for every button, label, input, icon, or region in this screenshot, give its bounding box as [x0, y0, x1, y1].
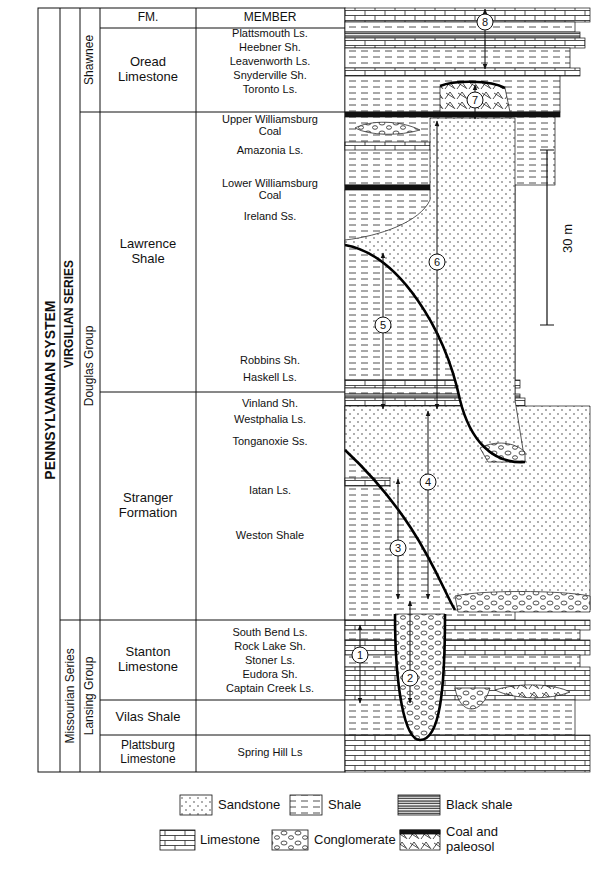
callout-number: 5 — [380, 319, 386, 332]
member-name: Ireland Ss. — [211, 210, 329, 223]
group-label: Douglas Group — [83, 326, 97, 407]
member-name: Heebner Sh. — [211, 41, 329, 54]
column-header: MEMBER — [200, 11, 340, 25]
callout-circle — [375, 317, 391, 333]
group-label: Lansing Group — [83, 657, 97, 736]
callout-circle — [352, 647, 368, 663]
callout-number: 4 — [425, 476, 431, 489]
group-label: Shawnee — [83, 35, 97, 85]
callout-number: 6 — [434, 256, 440, 269]
callout-number: 3 — [395, 542, 401, 555]
callout-circle — [402, 670, 418, 686]
legend-swatch — [160, 795, 440, 850]
callout-circle — [420, 474, 436, 490]
member-name: Plattsmouth Ls. — [211, 27, 329, 40]
legend-label: Coal and paleosol — [446, 825, 516, 855]
formation-name: Plattsburg Limestone — [102, 739, 194, 767]
callout-arrows — [352, 9, 493, 703]
member-name: Stoner Ls. — [211, 654, 329, 667]
callout-number: 8 — [482, 16, 488, 29]
member-name: Weston Shale — [211, 529, 329, 542]
formation-name: Vilas Shale — [104, 710, 192, 725]
series-label: Missourian Series — [63, 648, 77, 743]
member-name: Captain Creek Ls. — [211, 682, 329, 695]
callout-arrow — [410, 601, 411, 703]
callout-circle — [477, 14, 493, 30]
member-name: Toronto Ls. — [211, 83, 329, 96]
column-header: FM. — [103, 11, 193, 25]
scale-bar — [540, 150, 554, 325]
callout-circle — [467, 92, 483, 108]
legend-label: Limestone — [200, 833, 260, 848]
formation-name: Lawrence Shale — [104, 237, 192, 267]
callout-number: 2 — [407, 672, 413, 685]
legend-label: Sandstone — [218, 798, 280, 813]
system-label: PENNSYLVANIAN SYSTEM — [41, 300, 57, 479]
scale-label: 30 m — [560, 224, 575, 253]
member-name: Amazonia Ls. — [211, 144, 329, 157]
callout-arrow — [398, 479, 399, 599]
member-name: Upper Williamsburg Coal — [211, 113, 329, 138]
legend-label: Shale — [328, 798, 361, 813]
formation-name: Stanton Limestone — [104, 645, 192, 675]
callout-circle — [390, 540, 406, 556]
member-name: Haskell Ls. — [211, 371, 329, 384]
callout-arrow — [360, 625, 361, 703]
member-name: Robbins Sh. — [211, 354, 329, 367]
callout-number: 7 — [472, 94, 478, 107]
member-name: Rock Lake Sh. — [211, 640, 329, 653]
formation-name: Oread Limestone — [104, 55, 192, 85]
series-label: VIRGILIAN SERIES — [63, 260, 77, 368]
member-name: Westphalia Ls. — [211, 413, 329, 426]
callout-circle — [429, 254, 445, 270]
member-name: Eudora Sh. — [211, 668, 329, 681]
legend-label: Black shale — [446, 798, 512, 813]
callout-number: 1 — [357, 649, 363, 662]
member-name: Spring Hill Ls — [211, 746, 329, 759]
member-name: South Bend Ls. — [211, 626, 329, 639]
lithologic-column — [345, 8, 590, 772]
callout-arrow — [428, 411, 429, 599]
member-name: Tonganoxie Ss. — [211, 435, 329, 448]
member-name: Vinland Sh. — [211, 397, 329, 410]
legend-label: Conglomerate — [314, 833, 396, 848]
member-name: Snyderville Sh. — [211, 69, 329, 82]
formation-name: Stranger Formation — [102, 491, 194, 521]
member-name: Iatan Ls. — [211, 484, 329, 497]
member-name: Lower Williamsburg Coal — [211, 177, 329, 202]
table-grid — [38, 8, 345, 772]
erosion-surface — [345, 82, 525, 740]
member-name: Leavenworth Ls. — [211, 55, 329, 68]
